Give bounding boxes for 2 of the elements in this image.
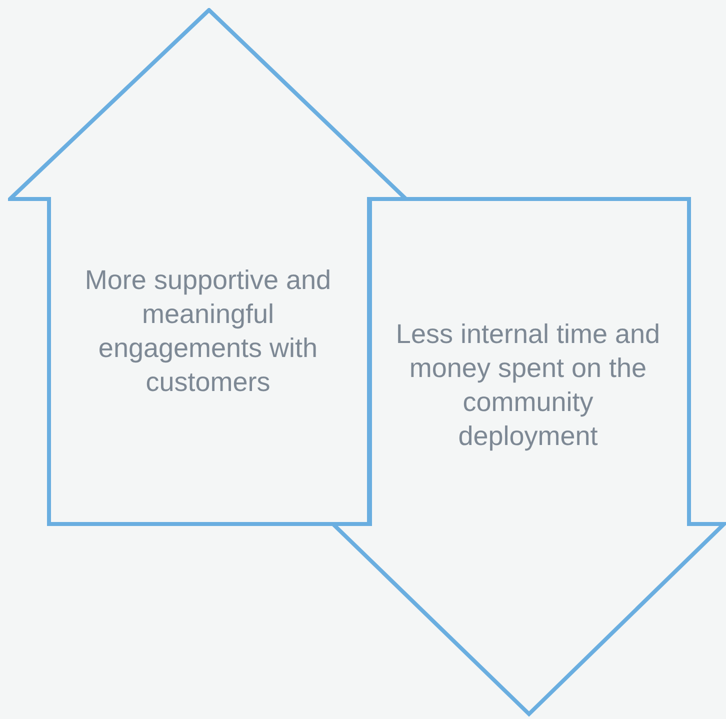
arrow-text: Less internal time and money spent on the community deployment [394, 318, 662, 453]
arrow-text: More supportive and meaningful engagements with customers [84, 264, 332, 399]
